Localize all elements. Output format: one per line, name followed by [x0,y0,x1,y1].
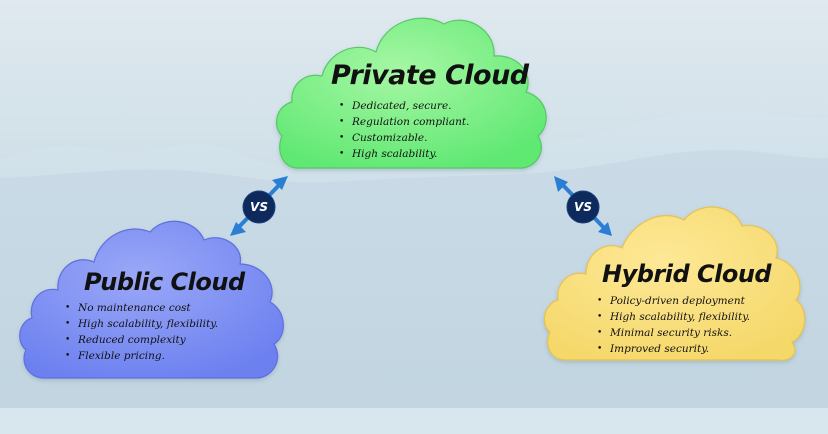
hybrid-cloud-list: Policy-driven deployment High scalabilit… [594,293,750,357]
list-item: Regulation compliant. [336,114,469,130]
list-item: Improved security. [594,341,750,357]
right-arrow-head-down-icon [598,222,612,236]
list-item: Flexible pricing. [62,348,218,364]
public-cloud-title: Public Cloud [84,268,245,296]
left-arrow-head-up-icon [272,176,288,190]
left-vs-badge [242,190,276,224]
left-arrow-head-down-icon [230,222,246,236]
list-item: High scalability. [336,146,469,162]
right-vs-label: VS [574,200,592,214]
hybrid-cloud-title: Hybrid Cloud [602,260,772,288]
left-vs-label: VS [250,200,268,214]
list-item: Dedicated, secure. [336,98,469,114]
left-vs-connector [230,176,288,236]
list-item: Policy-driven deployment [594,293,750,309]
right-vs-connector [554,176,612,236]
private-cloud-list: Dedicated, secure. Regulation compliant.… [336,98,469,162]
footer-band [0,408,828,434]
list-item: Reduced complexity [62,332,218,348]
private-cloud-title: Private Cloud [331,60,529,91]
list-item: Customizable. [336,130,469,146]
list-item: High scalability, flexibility. [594,309,750,325]
public-cloud-list: No maintenance cost High scalability, fl… [62,300,218,364]
list-item: Minimal security risks. [594,325,750,341]
list-item: High scalability, flexibility. [62,316,218,332]
right-vs-badge [566,190,600,224]
right-arrow-head-up-icon [554,176,568,192]
list-item: No maintenance cost [62,300,218,316]
